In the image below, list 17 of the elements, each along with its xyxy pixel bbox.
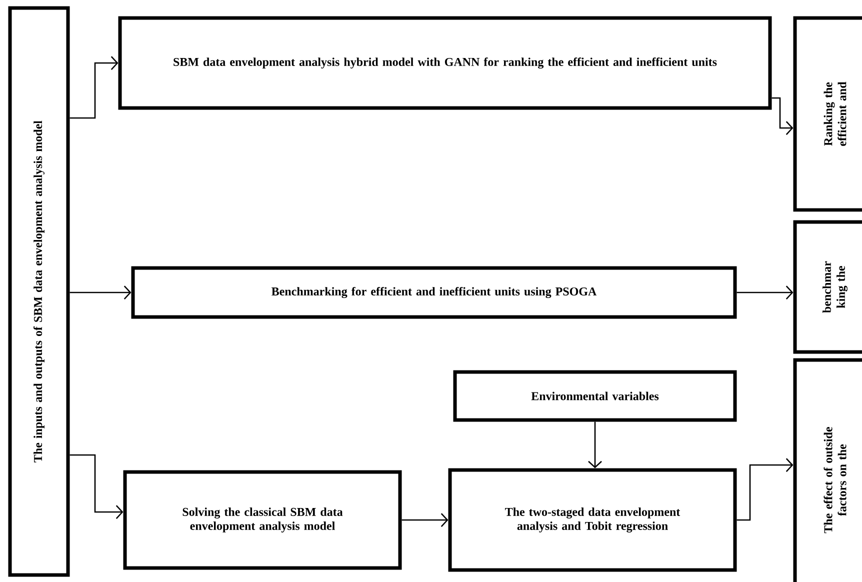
arrow (736, 458, 794, 521)
process-box: SBM data envelopment analysis hybrid model with GANN for ranking the efficient and inefficient units (118, 16, 772, 110)
arrow (736, 286, 794, 300)
arrow (402, 513, 448, 527)
input-box: The inputs and outputs of SBM data envelopment analysis model (8, 6, 70, 577)
arrow (70, 454, 124, 519)
arrow (772, 97, 794, 135)
process-box: Benchmarking for efficient and inefficient units using PSOGA (131, 266, 737, 319)
input-box: Environmental variables (453, 370, 737, 422)
arrow (70, 286, 132, 300)
arrow (588, 422, 602, 468)
output-box: The effect of outside factors on the (793, 358, 862, 582)
process-box: Solving the classical SBM data envelopment analysis model (123, 470, 402, 570)
output-box: benchmar king the (793, 220, 862, 354)
arrow (70, 56, 118, 119)
process-box: The two-staged data envelopment analysis and Tobit regression (448, 468, 737, 572)
output-box: Ranking the efficient and (793, 16, 862, 212)
